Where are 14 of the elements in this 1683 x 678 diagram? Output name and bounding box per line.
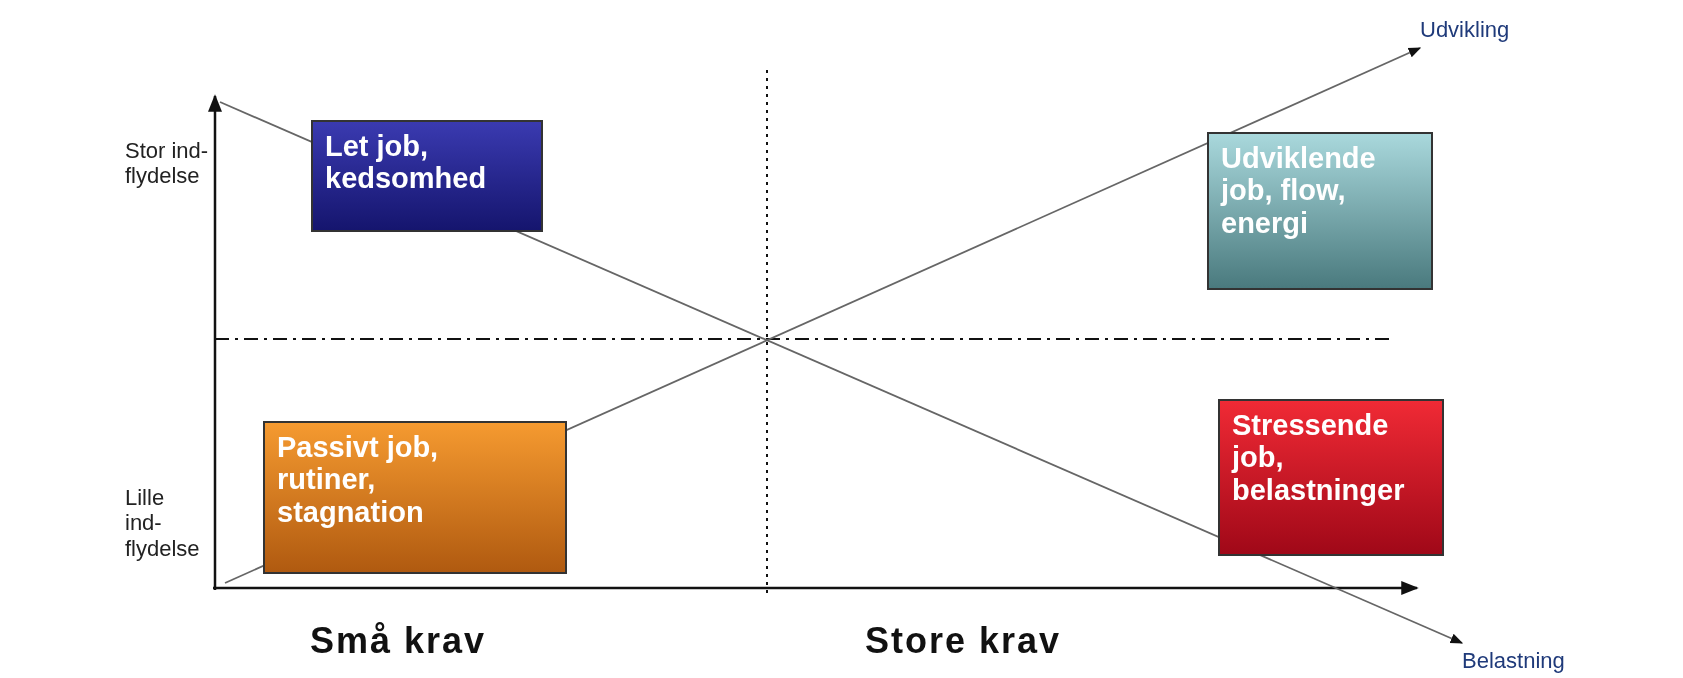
quadrant-text: Udviklende job, flow, energi [1221, 142, 1377, 240]
quadrant-text: Passivt job, rutiner, stagnation [277, 431, 440, 529]
quadrant-box [1207, 132, 1433, 290]
quadrant-text: Stressende job, belastninger [1232, 409, 1406, 507]
axis-category: Små krav [310, 620, 488, 662]
axis-category: Store krav [865, 620, 1063, 662]
axis-label: Stor ind-flydelse [125, 138, 210, 189]
axis-end-label: Belastning [1462, 643, 1662, 675]
quadrant-box [263, 421, 567, 574]
axis-label: Lille ind-flydelse [125, 485, 201, 561]
axis-end-label: Udvikling [1420, 12, 1585, 48]
quadrant-box [311, 120, 543, 232]
quadrant-text: Let job, kedsomhed [325, 130, 488, 195]
quadrant-box [1218, 399, 1444, 556]
